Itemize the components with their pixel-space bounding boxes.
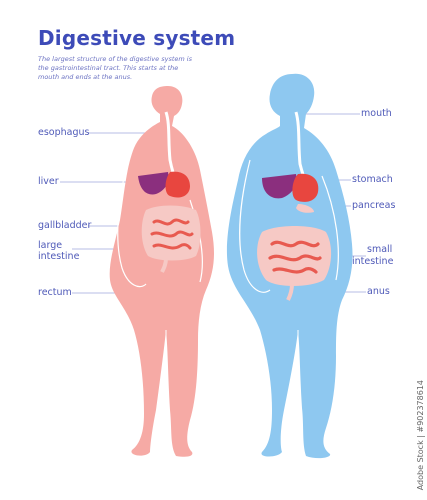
male-liver	[262, 174, 297, 199]
female-rectum	[160, 257, 168, 273]
male-organs	[257, 111, 332, 301]
label-large-intestine-line2: intestine	[38, 251, 80, 262]
stock-id: Adobe Stock | #902378614	[416, 380, 425, 491]
female-organs	[138, 111, 201, 273]
male-stomach	[292, 173, 319, 202]
female-liver	[138, 172, 169, 195]
label-esophagus: esophagus	[38, 127, 90, 138]
male-large-intestine	[257, 226, 332, 286]
label-gallbladder: gallbladder	[38, 220, 92, 231]
male-rectum	[286, 283, 294, 301]
page-subtitle: The largest structure of the digestive s…	[38, 55, 192, 81]
label-pancreas: pancreas	[352, 200, 396, 211]
label-stomach: stomach	[352, 174, 393, 185]
female-stomach	[165, 171, 190, 198]
label-small-intestine-line1: small	[367, 244, 393, 255]
male-small-intestine	[268, 240, 322, 274]
female-small-intestine	[150, 218, 194, 250]
label-anus: anus	[367, 286, 390, 297]
label-large-intestine-line1: large	[38, 240, 63, 251]
label-rectum: rectum	[38, 287, 72, 298]
label-mouth: mouth	[361, 108, 392, 119]
page-title: Digestive system	[38, 26, 236, 50]
label-liver: liver	[38, 176, 59, 187]
male-pancreas	[296, 204, 314, 213]
label-small-intestine-line2: intestine	[352, 256, 394, 267]
